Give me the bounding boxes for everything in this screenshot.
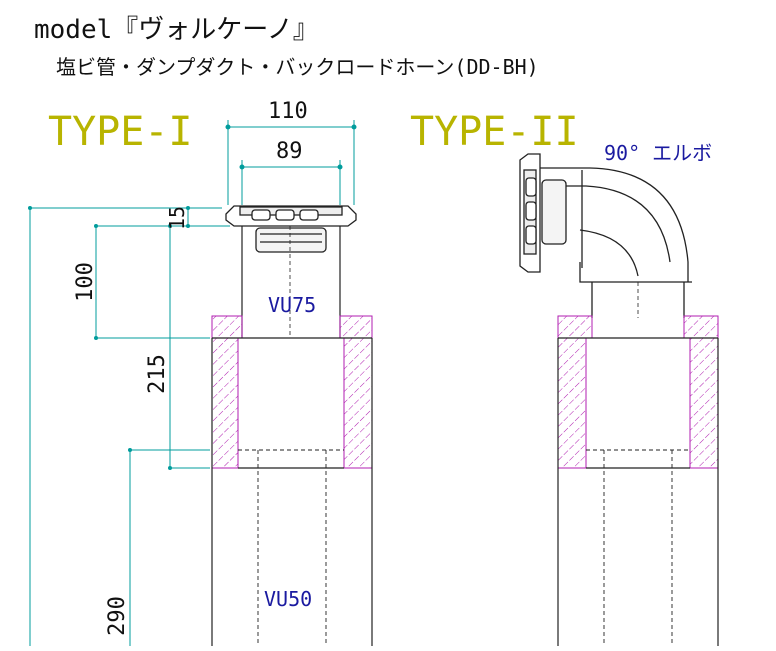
speaker-unit-sideways [519,153,567,273]
elbow-fitting [540,167,692,318]
pipe-label-vu75: VU75 [268,293,316,317]
dimension-89-text: 89 [276,139,303,164]
dimension-290-text: 290 [105,596,130,636]
dimension-110-text: 110 [268,99,308,124]
dimension-89 [239,160,343,205]
type2-label: TYPE-II [410,109,579,155]
speaker-unit [225,205,357,253]
dimension-215-text: 215 [145,354,170,394]
dimension-110 [225,120,357,205]
type1-label: TYPE-I [48,109,193,155]
dimension-15-text: 15 [165,206,189,230]
model-title: model『ヴォルケーノ』 [34,15,319,45]
socket-hatched [211,315,373,469]
lower-pipe [211,337,373,646]
dimension-100-text: 100 [73,262,98,302]
dimension-dots [28,206,190,470]
pipe-label-vu50: VU50 [264,587,312,611]
lower-pipe-type2 [557,337,719,646]
elbow-note: 90° エルボ [604,141,712,165]
model-subtitle: 塩ビ管・ダンプダクト・バックロードホーン(DD-BH) [56,55,539,79]
left-dimension-lines [29,207,230,646]
socket-hatched-type2 [557,315,719,469]
